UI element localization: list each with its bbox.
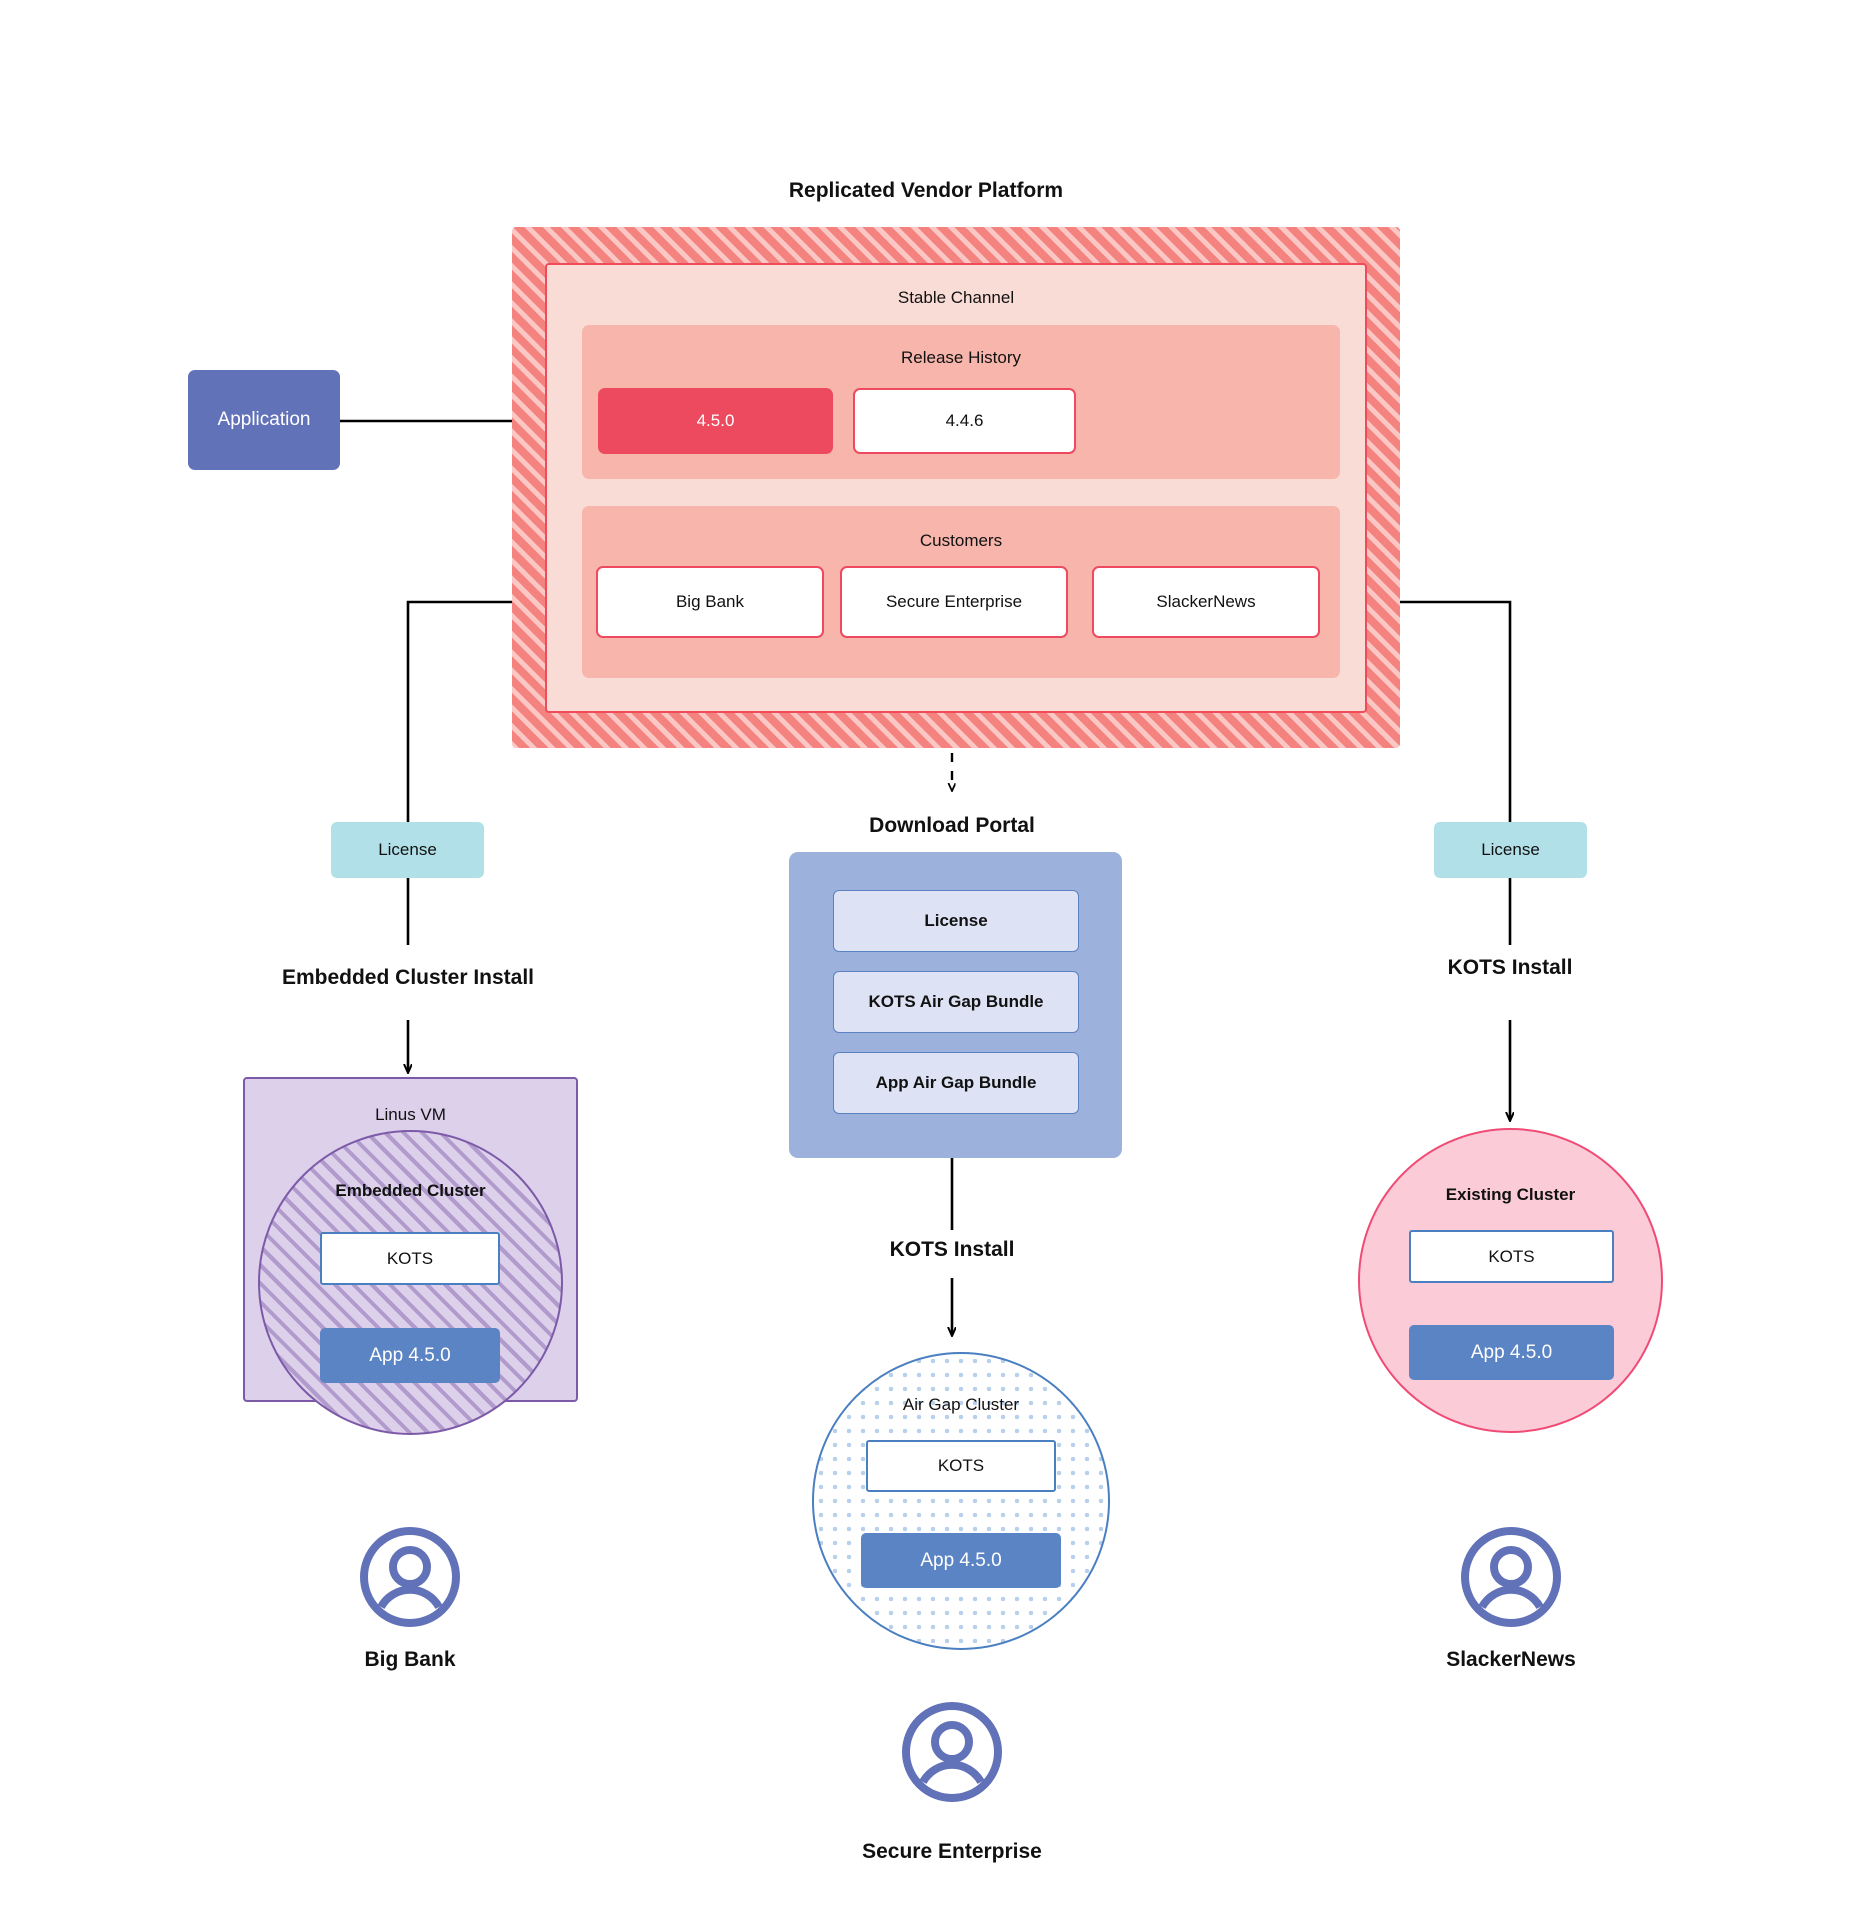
customer-slackernews[interactable]: SlackerNews [1092, 566, 1320, 638]
left-install-label: Embedded Cluster Install [281, 965, 535, 989]
center-kots-box[interactable]: KOTS [866, 1440, 1056, 1492]
release-version: 4.4.6 [945, 411, 984, 430]
center-install-label: KOTS Install [889, 1237, 1015, 1261]
customer-name: Big Bank [675, 592, 745, 611]
release-version: 4.5.0 [696, 411, 735, 430]
slackernews-persona-label: SlackerNews [1446, 1647, 1576, 1671]
right-kots-box[interactable]: KOTS [1409, 1230, 1614, 1283]
download-portal-title: Download Portal [869, 813, 1035, 837]
portal-item-app-airgap-bundle[interactable]: App Air Gap Bundle [833, 1052, 1079, 1114]
secure-enterprise-avatar [900, 1700, 1004, 1804]
center-app-box[interactable]: App 4.5.0 [861, 1533, 1061, 1588]
left-kots-label: KOTS [386, 1248, 434, 1268]
application-label: Application [217, 409, 311, 430]
release-item-current[interactable]: 4.5.0 [598, 388, 833, 454]
customer-big-bank[interactable]: Big Bank [596, 566, 824, 638]
center-kots-label: KOTS [937, 1456, 985, 1475]
right-license-box[interactable]: License [1434, 822, 1587, 878]
right-app-box[interactable]: App 4.5.0 [1409, 1325, 1614, 1380]
portal-item-license[interactable]: License [833, 890, 1079, 952]
left-license-box[interactable]: License [331, 822, 484, 878]
stable-channel-label: Stable Channel [897, 288, 1015, 307]
customers-label: Customers [919, 531, 1003, 550]
right-license-label: License [1481, 840, 1540, 859]
customer-name: Secure Enterprise [885, 592, 1023, 611]
customer-secure-enterprise[interactable]: Secure Enterprise [840, 566, 1068, 638]
release-history-label: Release History [901, 348, 1021, 367]
portal-item-kots-airgap-bundle[interactable]: KOTS Air Gap Bundle [833, 971, 1079, 1033]
portal-item-label: License [924, 911, 988, 930]
right-app-label: App 4.5.0 [1470, 1341, 1553, 1363]
left-app-label: App 4.5.0 [369, 1344, 451, 1366]
user-circle-icon [902, 1702, 1002, 1802]
application-box[interactable]: Application [188, 370, 340, 470]
secure-enterprise-persona-label: Secure Enterprise [862, 1839, 1042, 1863]
customer-name: SlackerNews [1156, 592, 1256, 611]
user-circle-icon [360, 1527, 460, 1627]
left-app-box[interactable]: App 4.5.0 [320, 1328, 500, 1383]
center-app-label: App 4.5.0 [920, 1549, 1002, 1571]
linus-vm-label: Linus VM [375, 1105, 446, 1124]
portal-item-label: KOTS Air Gap Bundle [868, 992, 1044, 1011]
big-bank-persona-label: Big Bank [364, 1647, 456, 1671]
right-install-label: KOTS Install [1447, 955, 1573, 979]
right-kots-label: KOTS [1488, 1246, 1535, 1266]
user-circle-icon [1461, 1527, 1561, 1627]
left-license-label: License [378, 840, 437, 859]
portal-item-label: App Air Gap Bundle [875, 1073, 1037, 1092]
air-gap-cluster-label: Air Gap Cluster [902, 1395, 1020, 1414]
release-item-previous[interactable]: 4.4.6 [853, 388, 1076, 454]
page-title: Replicated Vendor Platform [788, 179, 1064, 202]
slackernews-avatar [1459, 1525, 1563, 1629]
air-gap-cluster-circle [812, 1352, 1110, 1650]
big-bank-avatar [358, 1525, 462, 1629]
embedded-cluster-label: Embedded Cluster [335, 1181, 486, 1200]
left-kots-box[interactable]: KOTS [320, 1232, 500, 1285]
existing-cluster-label: Existing Cluster [1445, 1185, 1576, 1204]
